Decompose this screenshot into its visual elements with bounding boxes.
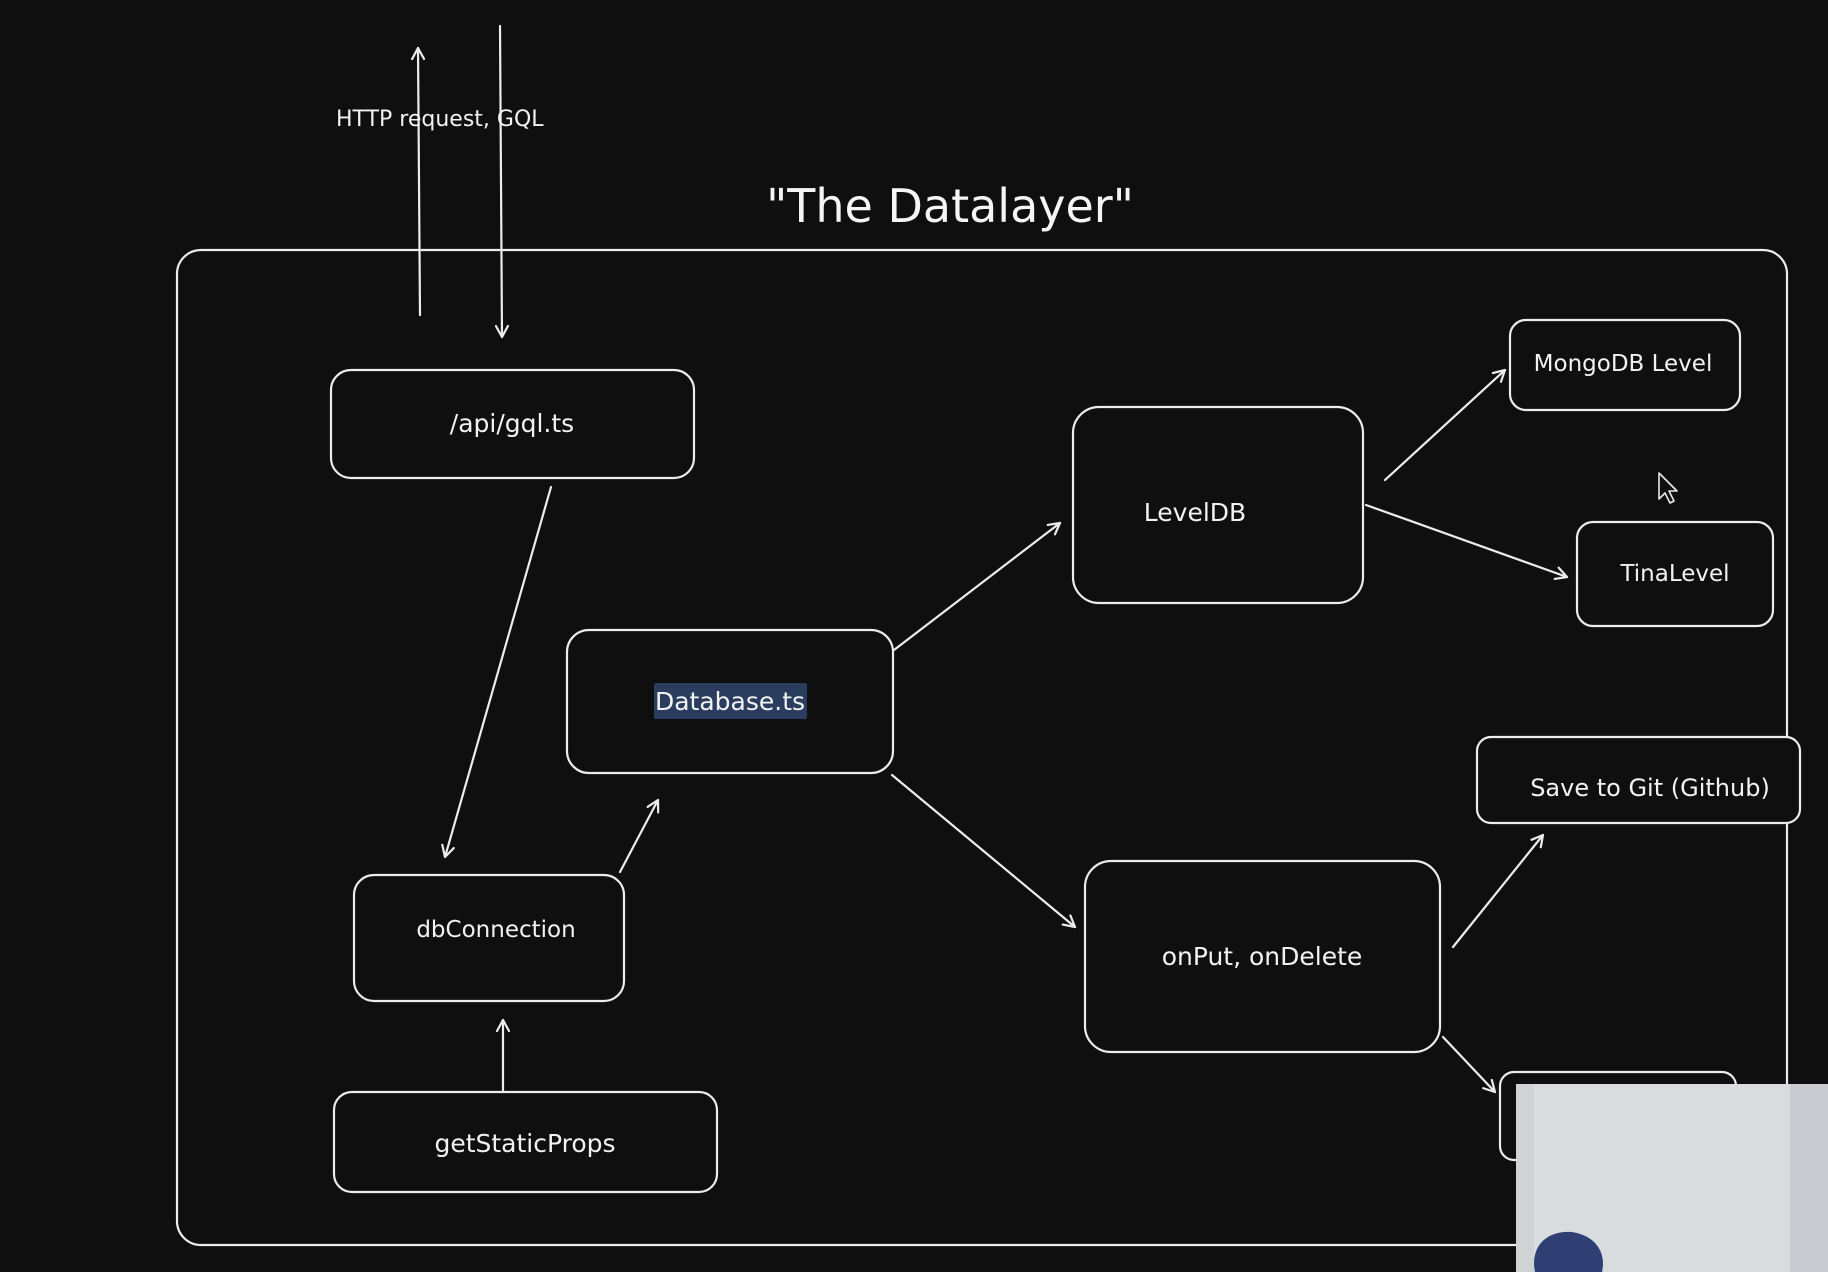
database-to-leveldb-arrow bbox=[892, 521, 1062, 652]
node-dbconnection-label: dbConnection bbox=[416, 917, 575, 943]
node-getstaticprops: getStaticProps bbox=[332, 1090, 719, 1194]
http-response-arrow bbox=[418, 46, 420, 317]
http-request-arrow bbox=[500, 24, 502, 339]
node-mongodb-level-label: MongoDB Level bbox=[1534, 351, 1713, 377]
node-leveldb: LevelDB bbox=[1071, 405, 1365, 605]
leveldb-to-tinalevel-arrow bbox=[1364, 503, 1569, 577]
node-database-ts: Database.ts bbox=[565, 628, 895, 775]
node-mongodb-level: MongoDB Level bbox=[1508, 318, 1742, 412]
database-ts-selection-highlight bbox=[654, 683, 807, 719]
leveldb-to-mongodb-arrow bbox=[1383, 368, 1507, 482]
node-tinalevel: TinaLevel bbox=[1575, 520, 1775, 628]
onput-to-git-arrow bbox=[1451, 833, 1545, 949]
mouse-cursor-icon bbox=[1658, 472, 1678, 504]
api-to-dbconnection-arrow bbox=[445, 485, 553, 859]
node-api-gql: /api/gql.ts bbox=[329, 368, 696, 480]
dbconnection-to-database-arrow bbox=[618, 798, 658, 874]
node-getstaticprops-label: getStaticProps bbox=[434, 1129, 615, 1158]
webcam-overlay bbox=[1516, 1084, 1828, 1272]
node-tinalevel-label: TinaLevel bbox=[1619, 561, 1729, 587]
onput-to-hidden-node-arrow bbox=[1441, 1035, 1497, 1094]
node-onput-ondelete-label: onPut, onDelete bbox=[1162, 942, 1363, 971]
database-to-onput-arrow bbox=[890, 773, 1077, 929]
node-save-to-git-label: Save to Git (Github) bbox=[1530, 774, 1770, 802]
node-leveldb-label: LevelDB bbox=[1144, 498, 1246, 527]
diagram-title: "The Datalayer" bbox=[766, 179, 1134, 233]
node-api-gql-label: /api/gql.ts bbox=[450, 409, 574, 438]
node-dbconnection: dbConnection bbox=[352, 873, 626, 1003]
node-save-to-git: Save to Git (Github) bbox=[1475, 735, 1802, 825]
http-request-label: HTTP request, GQL bbox=[336, 107, 544, 132]
node-database-ts-label: Database.ts bbox=[655, 687, 805, 716]
node-onput-ondelete: onPut, onDelete bbox=[1083, 859, 1442, 1054]
